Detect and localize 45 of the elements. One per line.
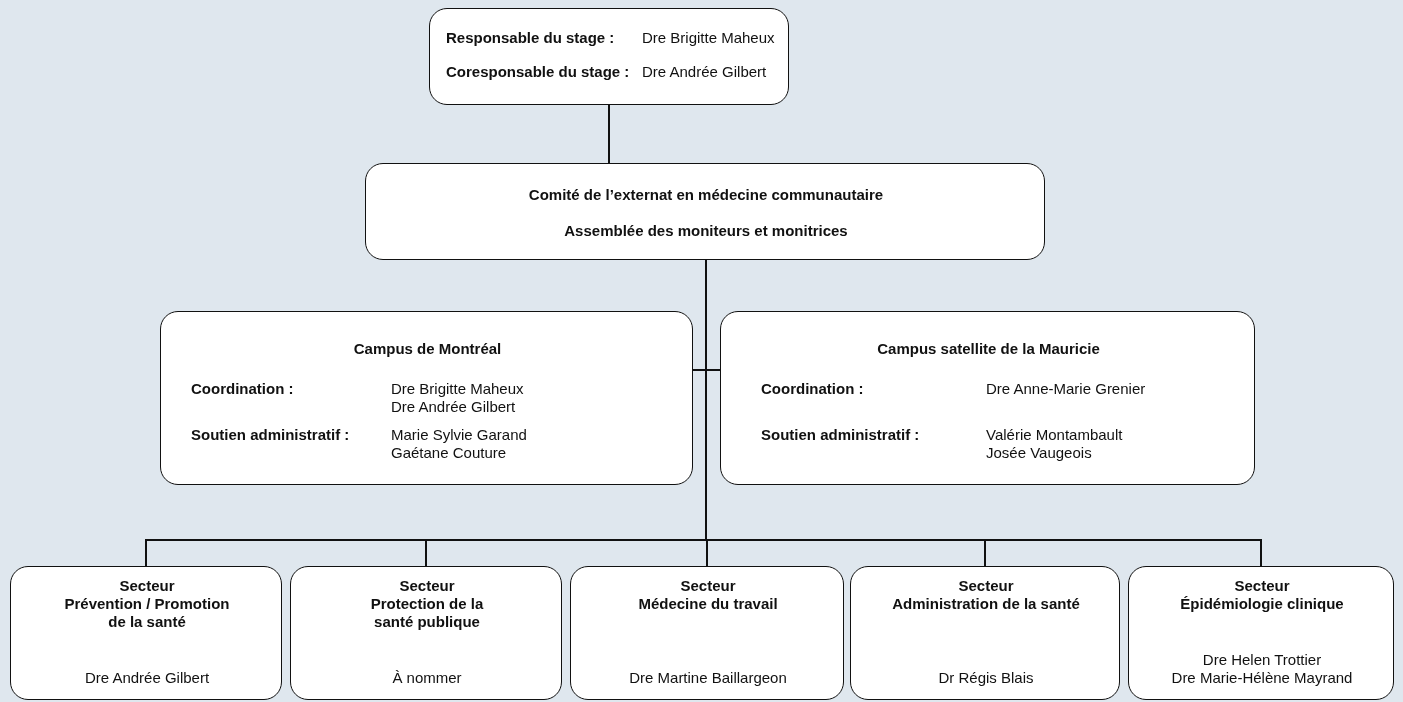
name-text: Marie Sylvie Garand <box>391 426 528 444</box>
heading-text: Coresponsable du stage : <box>446 63 631 81</box>
sector-box <box>850 566 1120 700</box>
name-text: Josée Vaugeois <box>986 444 1093 462</box>
name-text: Gaétane Couture <box>391 444 508 462</box>
name-text: Dre Marie-Hélène Mayrand <box>1170 669 1354 687</box>
heading-text: Campus satellite de la Mauricie <box>876 340 1101 358</box>
heading-text: Soutien administratif : <box>191 426 351 444</box>
name-text: Dre Andrée Gilbert <box>83 669 211 687</box>
heading-text: Secteur <box>1233 577 1291 595</box>
sector-box <box>10 566 282 700</box>
heading-text: Responsable du stage : <box>446 29 616 47</box>
campus-box <box>160 311 693 485</box>
heading-text: Secteur <box>679 577 737 595</box>
heading-text: Assemblée des moniteurs et monitrices <box>563 222 849 240</box>
name-text: Dre Helen Trottier <box>1201 651 1323 669</box>
name-text: Dre Anne-Marie Grenier <box>986 380 1147 398</box>
sector-box <box>290 566 562 700</box>
heading-text: Protection de la santé publique <box>369 595 485 631</box>
heading-text: Prévention / Promotion de la santé <box>63 595 231 631</box>
heading-text: Administration de la santé <box>891 595 1081 613</box>
org-box <box>429 8 789 105</box>
name-text: À nommer <box>391 669 463 687</box>
heading-text: Coordination : <box>191 380 295 398</box>
heading-text: Coordination : <box>761 380 865 398</box>
heading-text: Comité de l’externat en médecine communautaire <box>527 186 885 204</box>
connector-line <box>608 104 610 164</box>
heading-text: Secteur <box>118 577 176 595</box>
campus-box <box>720 311 1255 485</box>
heading-text: Médecine du travail <box>637 595 779 613</box>
heading-text: Épidémiologie clinique <box>1179 595 1345 613</box>
sector-box <box>570 566 844 700</box>
heading-text: Soutien administratif : <box>761 426 921 444</box>
heading-text: Secteur <box>957 577 1015 595</box>
name-text: Dre Andrée Gilbert <box>391 398 517 416</box>
name-text: Dre Brigitte Maheux <box>391 380 525 398</box>
name-text: Dre Martine Baillargeon <box>628 669 788 687</box>
name-text: Dre Brigitte Maheux <box>642 29 776 47</box>
sector-box <box>1128 566 1394 700</box>
name-text: Dr Régis Blais <box>937 669 1035 687</box>
name-text: Valérie Montambault <box>986 426 1124 444</box>
heading-text: Secteur <box>398 577 456 595</box>
name-text: Dre Andrée Gilbert <box>642 63 768 81</box>
heading-text: Campus de Montréal <box>352 340 503 358</box>
org-box <box>365 163 1045 260</box>
